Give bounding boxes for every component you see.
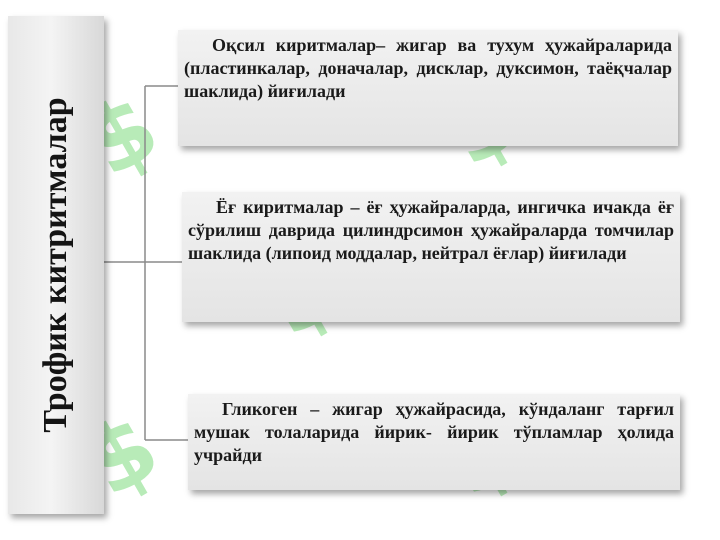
side-title: Трофик китритмалар [37, 97, 74, 433]
glycogen-inclusions-box: Гликоген – жигар ҳужайрасида, кўндаланг … [188, 394, 680, 490]
protein-inclusions-box: Оқсил киритмалар– жигар ва тухум ҳужайра… [178, 30, 678, 146]
fat-inclusions-box: Ёғ киритмалар – ёғ ҳужайраларда, ингичка… [182, 192, 680, 322]
side-title-panel: Трофик китритмалар [8, 16, 104, 514]
